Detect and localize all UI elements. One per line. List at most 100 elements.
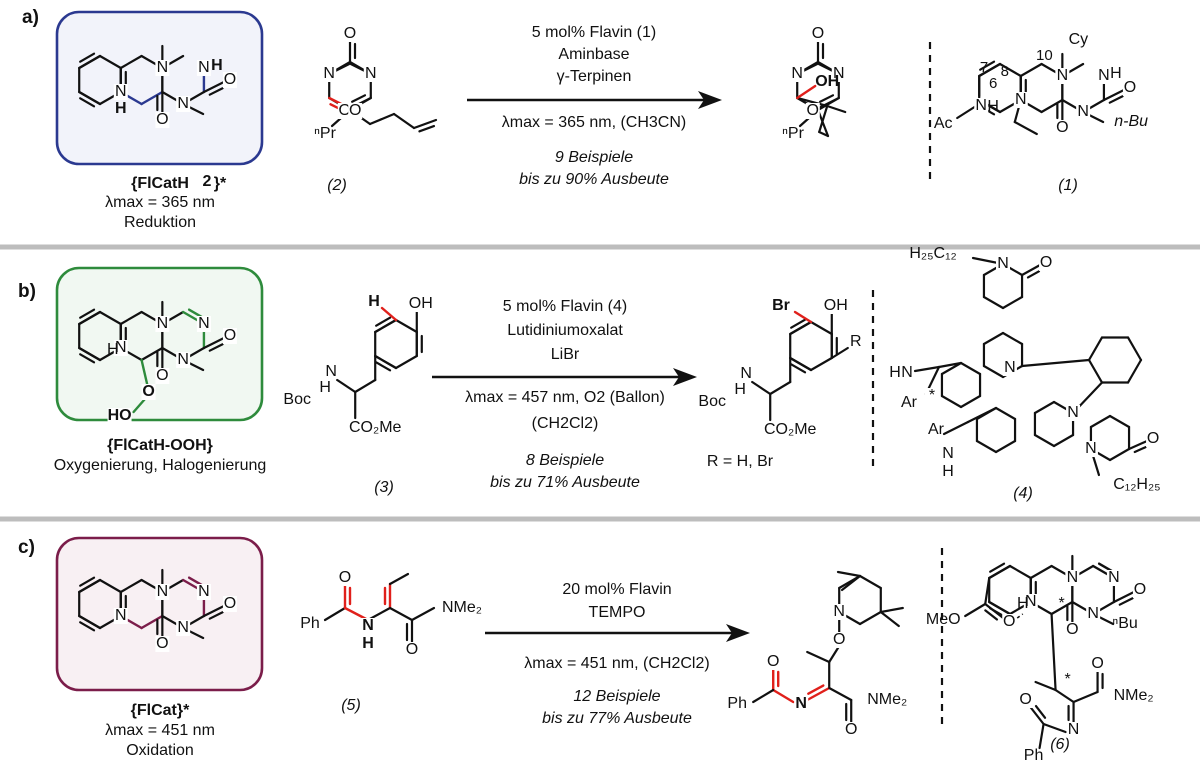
catalyst-name: {FlCatH-OOH}: [107, 437, 213, 454]
panel-label: b): [18, 281, 36, 302]
aryl-label: Ar: [901, 394, 918, 411]
stereo-bond: [1020, 358, 1091, 368]
atom-knockout: [176, 96, 191, 112]
ring-bond: [119, 54, 143, 70]
reaction-condition: λmax = 457 nm, O2 (Ballon): [465, 389, 665, 406]
aryl-h-label: H: [368, 293, 380, 310]
phenyl-label: Ph: [1024, 747, 1044, 764]
benzene-bond: [98, 54, 122, 70]
methyl-bond: [388, 572, 410, 586]
allyl-bond: [368, 112, 396, 126]
ester-bond: [964, 602, 987, 618]
atom-label: N: [157, 59, 169, 76]
ring-bond: [119, 578, 143, 594]
amine-label: N: [942, 445, 954, 462]
benzothiazole-bond: [994, 406, 1017, 421]
aryl-label: Ar: [928, 421, 945, 438]
atom-knockout: [155, 636, 170, 652]
atom-knockout: [901, 365, 913, 381]
benzene-bond: [98, 578, 122, 594]
carbonyl-bond: [208, 87, 224, 96]
amide-bond: [1072, 690, 1099, 704]
carbonyl-bond: [1028, 704, 1045, 726]
atom-label: N: [1098, 67, 1110, 84]
carbonyl-bond: [202, 336, 226, 350]
atom-knockout: [1002, 614, 1017, 630]
alkene-bond: [418, 124, 436, 133]
atom-knockout: [196, 316, 211, 332]
ring-bond: [119, 310, 143, 326]
atom-label: N: [1085, 440, 1097, 457]
carbonyl-bond: [1108, 95, 1124, 104]
atom-knockout: [1023, 594, 1038, 610]
atom-knockout: [176, 352, 191, 368]
piperidine-bond: [858, 610, 882, 626]
benzothiazole-bond: [959, 361, 982, 376]
atom-label: O: [156, 111, 168, 128]
amine-bond: [942, 420, 970, 436]
cyclohexane-bond: [1087, 336, 1104, 362]
n-h-label: H: [319, 379, 331, 396]
benzene-bond: [78, 90, 102, 106]
aryl-bond: [374, 318, 398, 334]
reaction-condition: 5 mol% Flavin (4): [503, 298, 627, 315]
carbonyl-bond: [202, 80, 226, 94]
atom-knockout: [1066, 405, 1081, 421]
atom-label: O: [156, 367, 168, 384]
atom-knockout: [844, 722, 859, 738]
atom-knockout: [1086, 606, 1101, 622]
reaction-arrow-head: [673, 368, 697, 386]
aryl-r-bond: [830, 346, 849, 360]
atom-knockout: [832, 632, 847, 648]
phenyl-label: Ph: [300, 615, 320, 632]
reaction-condition: γ-Terpinen: [557, 68, 632, 85]
atom-knockout: [155, 112, 170, 128]
atom-label: O: [406, 641, 418, 658]
position-number: 7: [980, 59, 988, 76]
atom-label: O: [1124, 79, 1136, 96]
atom-label: N: [115, 339, 127, 356]
amine-label: N: [740, 365, 752, 382]
aryl-bond: [375, 361, 392, 372]
atom-knockout: [338, 570, 352, 586]
atom-knockout: [1065, 570, 1080, 586]
bisflavin-bond: [1108, 414, 1131, 429]
position-number: 6: [989, 75, 997, 92]
atom-label: N: [157, 315, 169, 332]
adduct-bond: [1050, 612, 1057, 692]
atom-label: N: [975, 97, 987, 114]
alkyl-chain-label: C₁₂H₂₅: [1113, 476, 1160, 493]
atom-knockout: [1002, 360, 1017, 376]
ester-label: CO₂Me: [764, 421, 817, 438]
carbonyl-bond: [984, 602, 1005, 620]
atom-label: N: [198, 583, 210, 600]
benzene-bond: [998, 62, 1022, 78]
atom-label: N: [1067, 569, 1079, 586]
butyl-label: n-Bu: [1114, 113, 1148, 130]
atom-knockout: [363, 66, 378, 82]
r-group-definition: R = H, Br: [707, 453, 774, 470]
cyclopentane-bond: [818, 130, 830, 138]
ring-bond: [1050, 600, 1074, 616]
n-h-label: H: [1017, 595, 1029, 612]
atom-label: N: [115, 607, 127, 624]
atom-label: N: [1087, 605, 1099, 622]
atom-knockout: [222, 596, 237, 612]
atom-label: N: [795, 695, 807, 712]
alkene-bond: [412, 118, 438, 130]
atom-knockout: [1106, 570, 1121, 586]
panel-label: c): [18, 537, 35, 558]
carbonyl-bond: [208, 343, 224, 352]
ring-bond: [1040, 98, 1064, 114]
atom-label: O: [1134, 581, 1146, 598]
n-h-label: H: [1110, 65, 1122, 82]
atom-label: O: [344, 25, 356, 42]
atom-knockout: [1065, 622, 1080, 638]
n-h-label: H: [211, 57, 223, 74]
piperidine-bond: [858, 574, 882, 590]
atom-label: O: [1019, 691, 1031, 708]
carbonyl-bond: [1102, 88, 1126, 102]
atom-label: O: [845, 721, 857, 738]
carbonyl-bond: [1026, 270, 1041, 279]
